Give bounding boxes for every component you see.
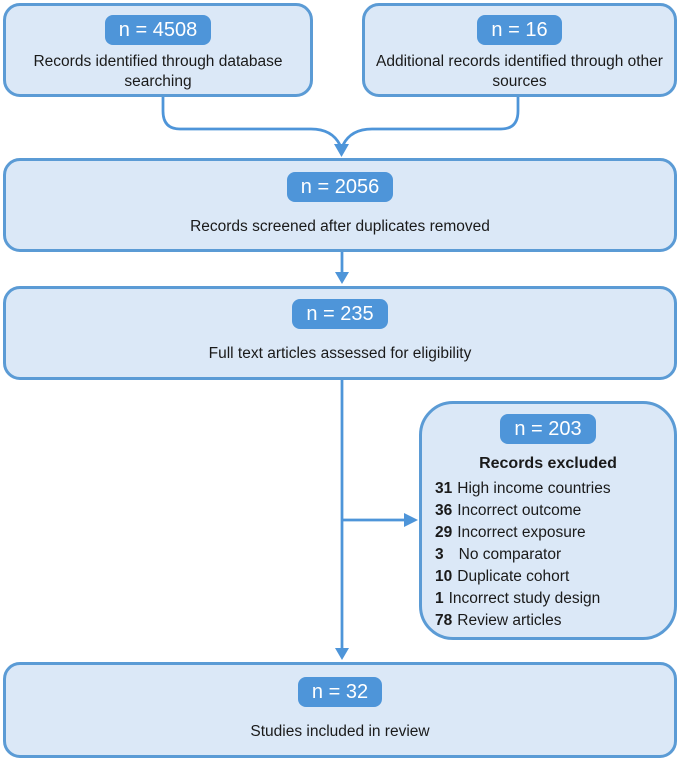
count-badge-excluded: n = 203 xyxy=(500,414,596,444)
flow-box-included: n = 32 Studies included in review xyxy=(3,662,677,758)
excluded-branch-arrowhead xyxy=(404,513,418,527)
box-label-included: Studies included in review xyxy=(250,723,430,740)
excluded-reason-count: 10 xyxy=(435,568,453,585)
excluded-reason-label: Review articles xyxy=(457,612,562,629)
excluded-reason-count: 3 xyxy=(435,546,444,563)
box-label-other-sources: Additional records identified through ot… xyxy=(376,53,663,90)
excluded-reason-row: 31 High income countries xyxy=(435,478,674,500)
excluded-reason-count: 29 xyxy=(435,524,453,541)
count-badge-other-sources: n = 16 xyxy=(477,15,562,45)
box-label-fulltext: Full text articles assessed for eligibil… xyxy=(208,345,472,362)
excluded-reason-row: 1 Incorrect study design xyxy=(435,588,674,610)
excluded-reason-row: 10 Duplicate cohort xyxy=(435,566,674,588)
excluded-reason-label: Incorrect exposure xyxy=(457,524,586,541)
flow-box-excluded: n = 203 Records excluded 31 High income … xyxy=(419,401,677,640)
count-badge-screened: n = 2056 xyxy=(286,172,394,202)
excluded-reason-count: 1 xyxy=(435,590,444,607)
merge-arrowhead xyxy=(334,144,349,157)
flow-box-other-sources: n = 16 Additional records identified thr… xyxy=(362,3,677,97)
count-badge-included: n = 32 xyxy=(297,677,383,707)
count-badge-database-search: n = 4508 xyxy=(104,15,212,45)
excluded-reason-row: 36 Incorrect outcome xyxy=(435,500,674,522)
screened-to-fulltext-arrowhead xyxy=(335,272,349,284)
box-label-screened: Records screened after duplicates remove… xyxy=(190,218,490,235)
excluded-reason-count: 36 xyxy=(435,502,453,519)
excluded-reason-label: No comparator xyxy=(458,546,562,563)
excluded-reason-count: 31 xyxy=(435,480,453,497)
merge-connector-left xyxy=(161,97,342,146)
excluded-reason-row: 29 Incorrect exposure xyxy=(435,522,674,544)
box-label-database-search: Records identified through database sear… xyxy=(33,53,283,90)
merge-connector-right xyxy=(341,97,520,146)
flow-box-fulltext: n = 235 Full text articles assessed for … xyxy=(3,286,677,380)
fulltext-to-included-arrowhead xyxy=(335,648,349,660)
excluded-reason-label: Incorrect study design xyxy=(448,590,601,607)
excluded-reason-list: 31 High income countries 36 Incorrect ou… xyxy=(422,478,674,632)
count-badge-fulltext: n = 235 xyxy=(292,299,388,329)
excluded-reason-row: 78 Review articles xyxy=(435,610,674,632)
excluded-reason-label: Duplicate cohort xyxy=(457,568,570,585)
flow-box-database-search: n = 4508 Records identified through data… xyxy=(3,3,313,97)
excluded-reason-row: 3 No comparator xyxy=(435,544,674,566)
flow-box-screened: n = 2056 Records screened after duplicat… xyxy=(3,158,677,252)
excluded-reason-label: High income countries xyxy=(457,480,611,497)
excluded-reason-label: Incorrect outcome xyxy=(457,502,582,519)
excluded-title: Records excluded xyxy=(479,455,617,472)
excluded-reason-count: 78 xyxy=(435,612,453,629)
